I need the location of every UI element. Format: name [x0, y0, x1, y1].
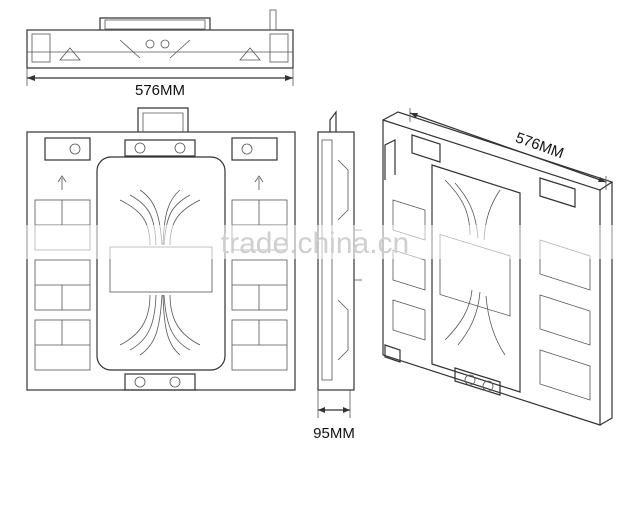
watermark: trade.china.cn: [0, 225, 631, 260]
top-view: [26, 9, 294, 86]
isometric-view: [382, 111, 614, 426]
depth-label: 95MM: [313, 425, 355, 442]
width-iso-label: 576MM: [513, 129, 566, 162]
side-view: [317, 110, 362, 418]
front-view: [26, 107, 296, 391]
dimension-line-width-top: 576MM: [27, 75, 293, 99]
dimension-line-depth: 95MM: [313, 407, 355, 442]
watermark-text: trade.china.cn: [221, 227, 409, 260]
width-top-label: 576MM: [135, 82, 185, 99]
